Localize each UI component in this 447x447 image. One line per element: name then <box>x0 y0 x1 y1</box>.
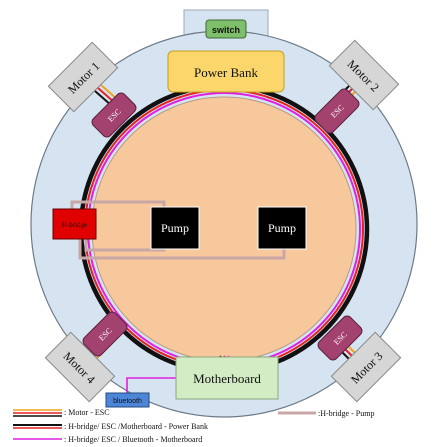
esc-1[interactable]: ESC <box>90 91 138 139</box>
hbridge[interactable]: H-bridge <box>52 208 97 240</box>
hbridge-label: H-bridge <box>62 221 87 229</box>
legend-pump-text: :H-bridge - Pump <box>318 409 374 418</box>
legend: : Motor - ESC : H-bridge/ ESC /Motherboa… <box>13 408 374 444</box>
bluetooth-module[interactable]: bluetooth <box>105 392 150 408</box>
legend-signal-text: : H-bridge/ ESC / Bluetooth - Motherboar… <box>64 435 202 444</box>
power-bank-label: Power Bank <box>194 65 258 80</box>
legend-item-power: : H-bridge/ ESC /Motherboard - Power Ban… <box>13 422 208 431</box>
legend-item-pump: :H-bridge - Pump <box>278 409 374 418</box>
pump-left[interactable]: Pump <box>150 206 200 250</box>
power-bank[interactable]: Power Bank <box>167 50 285 93</box>
motherboard[interactable]: Motherboard <box>175 356 279 400</box>
legend-item-signal: : H-bridge/ ESC / Bluetooth - Motherboar… <box>13 435 202 444</box>
legend-item-motor-esc: : Motor - ESC <box>13 408 110 417</box>
motherboard-label: Motherboard <box>193 371 261 386</box>
bluetooth-motherboard-wire <box>126 377 176 395</box>
bluetooth-label: bluetooth <box>113 398 142 405</box>
legend-motor-esc-text: : Motor - ESC <box>64 408 110 417</box>
esc-3[interactable]: ESC <box>316 314 364 362</box>
pump-right-label: Pump <box>268 221 296 235</box>
pump-right[interactable]: Pump <box>257 206 307 250</box>
switch-label: switch <box>212 25 240 35</box>
esc-2[interactable]: ESC <box>313 87 361 135</box>
inner-disc <box>91 96 357 362</box>
switch[interactable]: switch <box>205 19 247 39</box>
legend-power-text: : H-bridge/ ESC /Motherboard - Power Ban… <box>64 422 208 431</box>
pump-left-label: Pump <box>161 221 189 235</box>
esc-4[interactable]: ESC <box>81 310 129 358</box>
